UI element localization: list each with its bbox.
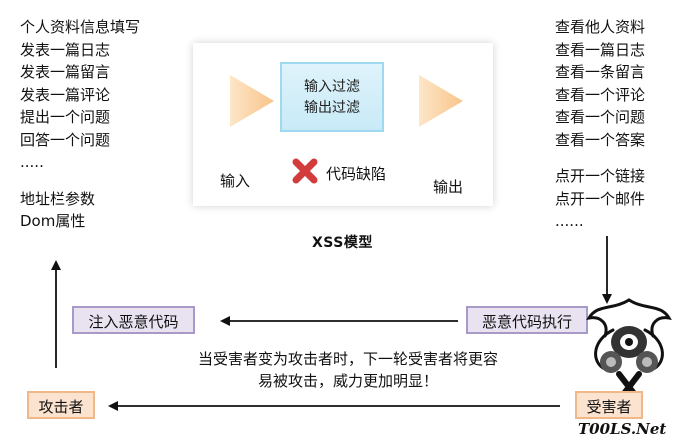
list-item: 提出一个问题 (20, 108, 111, 126)
list-item: 发表一篇评论 (20, 85, 111, 104)
filter-box: 输入过滤 输出过滤 (280, 62, 384, 132)
list-item: 查看一个答案 (555, 130, 646, 149)
list-item: Dom属性 (20, 212, 86, 230)
model-title: XSS模型 (312, 235, 373, 251)
victim-box: 受害者 (575, 391, 643, 419)
list-item: 个人资料信息填写 (20, 18, 141, 36)
list-item: 发表一篇留言 (20, 63, 111, 81)
list-item: 点开一个链接 (555, 167, 646, 185)
input-arrow-icon (230, 75, 274, 127)
inject-malicious-code-box: 注入恶意代码 (72, 306, 195, 334)
input-label: 输入 (220, 172, 251, 190)
tribal-emblem-icon (586, 298, 672, 408)
cycle-note: 当受害者变为攻击者时，下一轮受害者将更容 易被攻击，威力更加明显！ (178, 348, 518, 392)
note-line: 当受害者变为攻击者时，下一轮受害者将更容 (197, 350, 498, 368)
list-item: ..... (20, 153, 44, 171)
list-item: 查看一条留言 (555, 63, 646, 81)
list-item: 查看一个评论 (555, 85, 646, 104)
output-actions-list: 查看他人资料 查看一篇日志 查看一条留言 查看一个评论 查看一个问题 查看一个答… (555, 16, 645, 233)
attacker-box: 攻击者 (27, 391, 95, 419)
list-item: 地址栏参数 (20, 189, 96, 208)
output-arrow-icon (419, 75, 463, 127)
note-line: 易被攻击，威力更加明显！ (257, 372, 438, 390)
output-filter-label: 输出过滤 (304, 100, 360, 116)
malicious-code-execution-box: 恶意代码执行 (466, 306, 588, 334)
code-defect-label: 代码缺陷 (326, 165, 387, 183)
output-label: 输出 (433, 178, 464, 196)
input-filter-label: 输入过滤 (304, 79, 360, 95)
list-item: 回答一个问题 (20, 130, 111, 149)
list-item: 查看一篇日志 (555, 40, 646, 59)
input-sources-list: 个人资料信息填写 发表一篇日志 发表一篇留言 发表一篇评论 提出一个问题 回答一… (20, 16, 140, 233)
defect-x-icon (292, 158, 318, 184)
list-item: 查看一个问题 (555, 108, 646, 126)
list-item: 发表一篇日志 (20, 40, 111, 59)
list-item: 查看他人资料 (555, 18, 646, 36)
list-item: 点开一个邮件 (555, 189, 646, 208)
watermark-logo: T00LS.Net (578, 420, 667, 438)
list-item: ...... (555, 212, 584, 230)
